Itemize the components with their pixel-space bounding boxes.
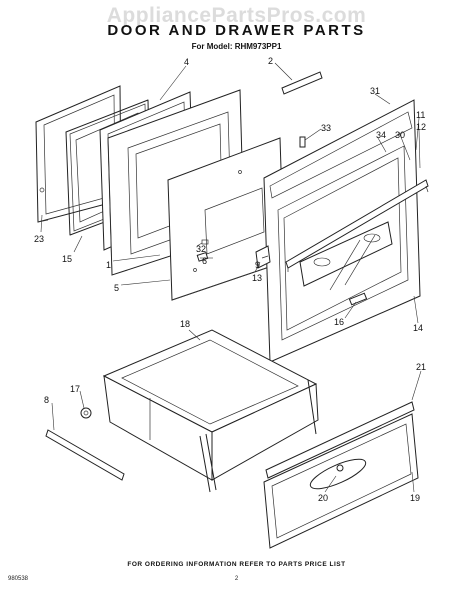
screw (299, 136, 306, 148)
callout-12: 12 (416, 122, 426, 132)
drawer-rail (45, 429, 125, 481)
callout-20: 20 (318, 493, 328, 503)
callout-30: 30 (395, 130, 405, 140)
page-number: 2 (234, 576, 239, 582)
model-subtitle: For Model: RHM973PP1 (191, 42, 282, 51)
drawer-front-trim (265, 401, 415, 479)
callout-31: 31 (370, 86, 380, 96)
callout-4: 4 (184, 57, 189, 67)
storage-drawer (102, 329, 319, 481)
callout-labels: 23 15 1 5 4 2 31 33 11 12 30 34 32 6 9 1… (34, 56, 426, 503)
watermark: AppliancePartsPros.com (106, 4, 367, 27)
callout-19: 19 (410, 493, 420, 503)
door-clip (196, 239, 209, 262)
drawer-front-panel (263, 413, 419, 549)
callout-5: 5 (114, 283, 119, 293)
drawer-support-rail (199, 379, 317, 493)
drawer-emblem (309, 458, 367, 490)
vent-strip (281, 71, 323, 95)
callout-13: 13 (252, 273, 262, 283)
callout-9: 9 (255, 260, 260, 270)
drawer-roller (80, 407, 92, 419)
door-handle (285, 179, 429, 272)
callout-11: 11 (416, 110, 425, 120)
callout-6: 6 (202, 256, 207, 266)
callout-1: 1 (106, 260, 111, 270)
callout-23: 23 (34, 234, 44, 244)
diagram-title: DOOR AND DRAWER PARTS (107, 22, 366, 39)
callout-21: 21 (416, 362, 426, 372)
ordering-info-footer: FOR ORDERING INFORMATION REFER TO PARTS … (127, 561, 346, 568)
document-code: 980538 (8, 576, 29, 582)
callout-15: 15 (62, 254, 72, 264)
callout-33: 33 (321, 123, 331, 133)
callout-17: 17 (70, 384, 80, 394)
latch-bracket (348, 292, 368, 306)
callout-14: 14 (413, 323, 423, 333)
callout-leaders (40, 62, 422, 493)
callout-2: 2 (268, 56, 273, 66)
callout-8: 8 (44, 395, 49, 405)
callout-16: 16 (334, 317, 344, 327)
callout-32: 32 (196, 244, 206, 254)
callout-18: 18 (180, 319, 190, 329)
callout-34: 34 (376, 130, 386, 140)
